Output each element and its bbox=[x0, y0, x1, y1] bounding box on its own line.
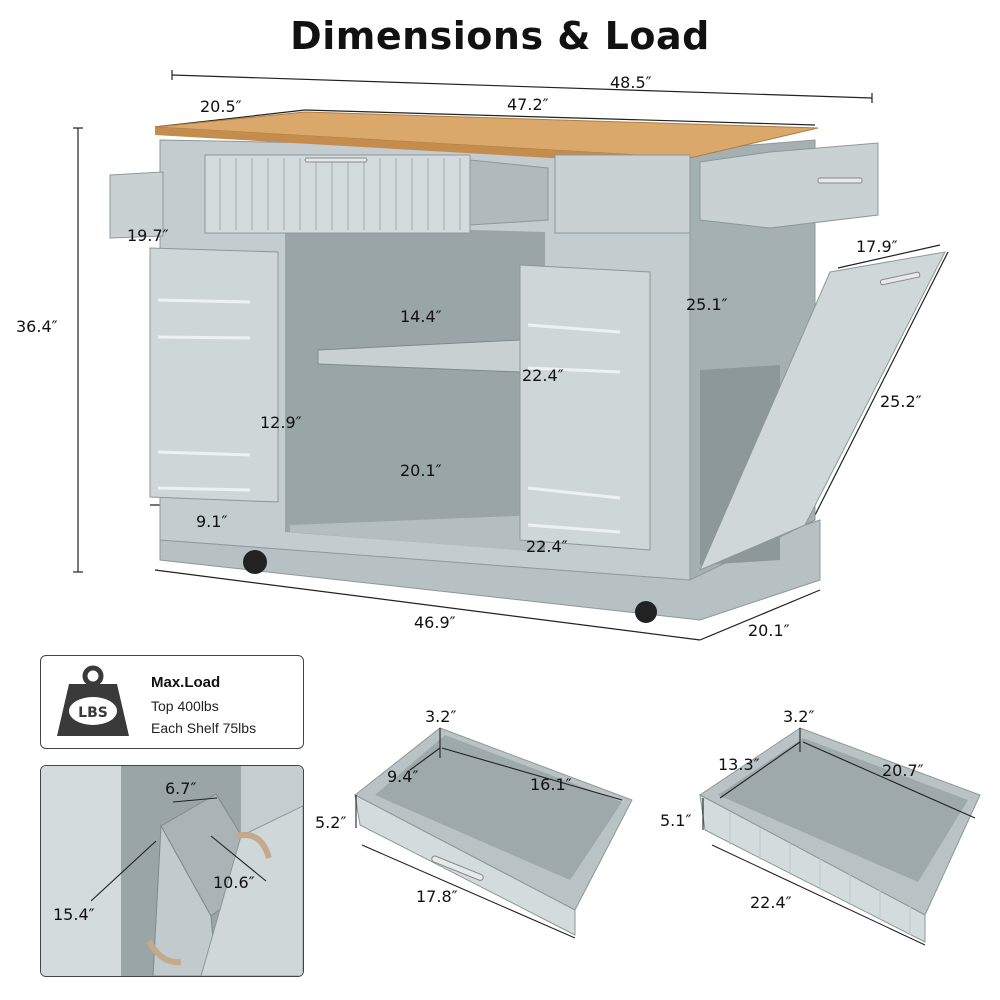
dim-drawer-right-inner-depth: 13.3″ bbox=[718, 755, 760, 774]
dim-lower-width: 22.4″ bbox=[526, 537, 568, 556]
dim-bin-height: 15.4″ bbox=[53, 905, 95, 924]
trash-bin-door bbox=[699, 251, 946, 571]
dim-top-width: 47.2″ bbox=[507, 95, 549, 114]
dim-door-shelf-height: 12.9″ bbox=[260, 413, 302, 432]
dim-base-depth: 20.1″ bbox=[748, 621, 790, 640]
dim-drawer-left-inner-depth: 9.4″ bbox=[387, 767, 418, 786]
dim-lower-depth: 20.1″ bbox=[400, 461, 442, 480]
weight-icon: LBS bbox=[57, 665, 129, 736]
max-load-panel: LBS Max.Load Top 400lbs Each Shelf 75lbs bbox=[40, 655, 304, 749]
top-drawers bbox=[109, 142, 879, 239]
right-door-shelves bbox=[519, 264, 651, 551]
dim-right-cabinet-height: 25.1″ bbox=[686, 295, 728, 314]
dim-side-drawer-depth: 19.7″ bbox=[127, 226, 169, 245]
dim-bin-width: 6.7″ bbox=[165, 779, 196, 798]
drawer-left-illustration bbox=[354, 727, 633, 939]
dim-base-width: 46.9″ bbox=[414, 613, 456, 632]
dim-depth-top: 20.5″ bbox=[200, 97, 242, 116]
page-title: Dimensions & Load bbox=[290, 14, 710, 58]
dim-side-shelf-depth: 9.1″ bbox=[196, 512, 227, 531]
left-door-shelves bbox=[149, 247, 279, 503]
dim-shelf-width-upper: 22.4″ bbox=[522, 366, 564, 385]
dim-drawer-right-inner-width: 20.7″ bbox=[882, 761, 924, 780]
dim-overall-width: 48.5″ bbox=[610, 73, 652, 92]
bin-inset-illustration: 6.7″ 10.6″ 15.4″ bbox=[41, 766, 303, 976]
drawer-right-illustration bbox=[699, 727, 981, 946]
max-load-top: Top 400lbs bbox=[151, 698, 219, 714]
dim-drawer-right-outer-width: 22.4″ bbox=[750, 893, 792, 912]
weight-icon-label: LBS bbox=[78, 705, 108, 721]
dim-bin-depth: 10.6″ bbox=[213, 873, 255, 892]
dim-bin-door-height: 25.2″ bbox=[880, 392, 922, 411]
dim-drawer-left-outer-width: 17.8″ bbox=[416, 887, 458, 906]
dim-bin-door-width: 17.9″ bbox=[856, 237, 898, 256]
max-load-shelf: Each Shelf 75lbs bbox=[151, 720, 257, 736]
bin-inset-panel: 6.7″ 10.6″ 15.4″ bbox=[40, 765, 304, 977]
dim-drawer-left-inner-width: 16.1″ bbox=[530, 775, 572, 794]
dim-drawer-left-front-height: 5.2″ bbox=[315, 813, 346, 832]
dim-drawer-right-height-back: 3.2″ bbox=[783, 707, 814, 726]
dim-height: 36.4″ bbox=[16, 317, 58, 336]
max-load-title: Max.Load bbox=[151, 674, 221, 691]
dim-drawer-right-front-height: 5.1″ bbox=[660, 811, 691, 830]
dim-drawer-left-height-back: 3.2″ bbox=[425, 707, 456, 726]
dim-shelf-depth-upper: 14.4″ bbox=[400, 307, 442, 326]
